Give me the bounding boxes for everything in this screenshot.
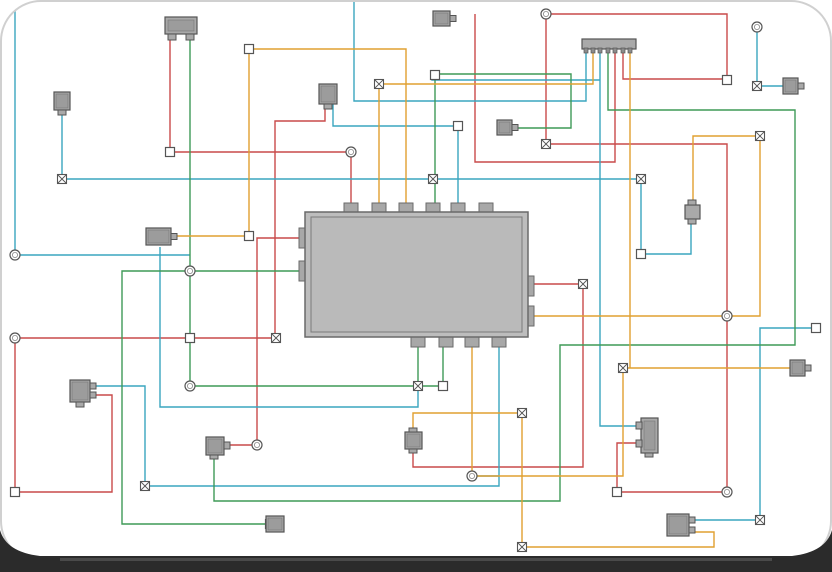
circle-node xyxy=(184,380,196,392)
cross-node xyxy=(139,480,151,492)
green-trace xyxy=(121,270,301,525)
square-node xyxy=(437,380,449,392)
blue-trace xyxy=(353,1,587,102)
cross-node xyxy=(427,173,439,185)
transistor-right-mid xyxy=(635,417,659,458)
square-node xyxy=(452,120,464,132)
square-node xyxy=(184,332,196,344)
components xyxy=(53,10,812,537)
red-trace xyxy=(412,283,584,468)
transistor-bottom-left xyxy=(205,436,231,460)
circle-node xyxy=(345,146,357,158)
orange-trace xyxy=(471,347,624,477)
red-trace xyxy=(15,394,113,493)
transistor-small-top xyxy=(432,10,457,27)
transistor-top-mid xyxy=(496,119,519,136)
cross-node xyxy=(516,407,528,419)
capacitor-left xyxy=(53,91,71,116)
transistor-bottom-center xyxy=(265,515,285,533)
cross-node xyxy=(516,541,528,553)
transistor-top-left xyxy=(164,16,198,41)
transistor-mid-left xyxy=(145,227,178,246)
cross-node xyxy=(751,80,763,92)
chip-body-inner xyxy=(310,216,523,333)
square-node xyxy=(243,43,255,55)
square-node xyxy=(429,69,441,81)
chip-pins-top xyxy=(343,202,494,214)
transistor-bottom-mid xyxy=(404,427,423,454)
cross-node xyxy=(270,332,282,344)
junction-nodes xyxy=(9,8,822,553)
circle-node xyxy=(721,486,733,498)
square-node xyxy=(611,486,623,498)
bezel-highlight xyxy=(60,558,772,561)
red-trace xyxy=(622,52,727,80)
blue-trace xyxy=(599,52,643,427)
transistor-right-vertical xyxy=(684,199,701,225)
transistor-left-mid xyxy=(69,379,97,408)
cross-node xyxy=(540,138,552,150)
central-chip xyxy=(298,202,535,348)
red-trace xyxy=(474,14,616,163)
square-node xyxy=(810,322,822,334)
orange-trace xyxy=(249,48,407,207)
blue-trace xyxy=(332,104,459,207)
blue-trace xyxy=(691,327,816,521)
square-node xyxy=(9,486,21,498)
circle-node xyxy=(9,249,21,261)
circle-node xyxy=(540,8,552,20)
transistor-right-top xyxy=(782,77,805,95)
cross-node xyxy=(754,130,766,142)
cross-node xyxy=(617,362,629,374)
transistor-top-center xyxy=(318,83,338,110)
circle-node xyxy=(251,439,263,451)
connector-header-top xyxy=(581,38,637,54)
blue-trace xyxy=(159,247,419,408)
red-trace xyxy=(546,143,728,316)
red-trace xyxy=(274,104,326,337)
circle-node xyxy=(466,470,478,482)
square-node xyxy=(721,74,733,86)
red-trace xyxy=(546,13,728,80)
red-trace xyxy=(256,237,301,445)
cross-node xyxy=(754,514,766,526)
circle-node xyxy=(184,265,196,277)
orange-trace xyxy=(379,52,594,85)
cross-node xyxy=(412,380,424,392)
blue-trace xyxy=(640,179,692,255)
circle-node xyxy=(721,310,733,322)
cross-node xyxy=(373,78,385,90)
transistor-right-low xyxy=(789,359,812,377)
green-trace xyxy=(213,52,796,502)
green-trace xyxy=(435,73,572,129)
square-node xyxy=(164,146,176,158)
circle-node xyxy=(9,332,21,344)
cross-node xyxy=(635,173,647,185)
transistor-bottom-right xyxy=(666,513,696,537)
laptop-bezel xyxy=(0,530,832,572)
cross-node xyxy=(577,278,589,290)
square-node xyxy=(635,248,647,260)
circle-node xyxy=(751,21,763,33)
cross-node xyxy=(56,173,68,185)
square-node xyxy=(243,230,255,242)
